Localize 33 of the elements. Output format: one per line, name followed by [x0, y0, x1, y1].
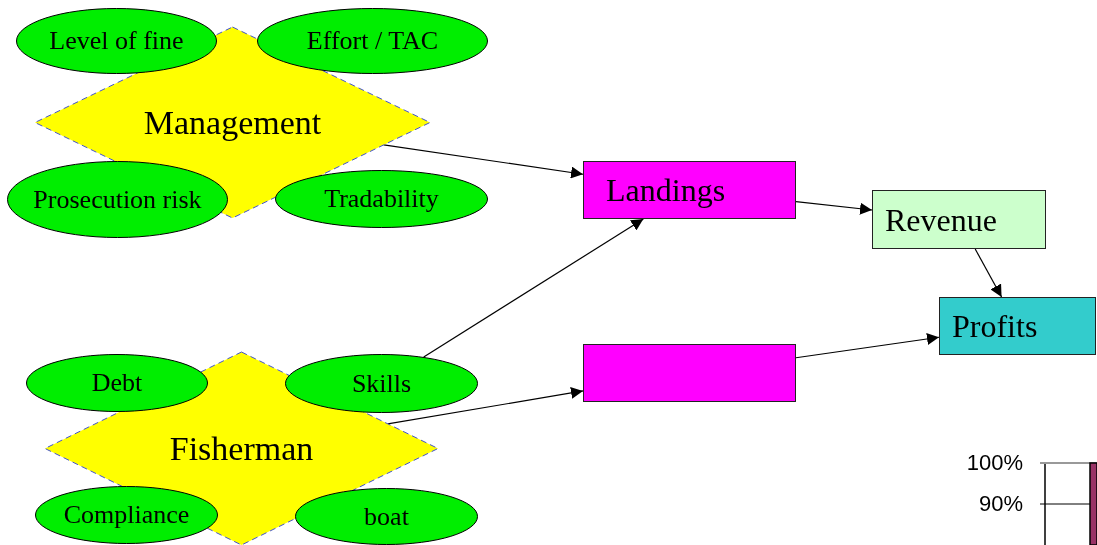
node-label: Revenue [885, 203, 997, 236]
node-label: Skills [351, 370, 412, 397]
arrow [795, 333, 940, 359]
arrow [387, 387, 584, 425]
axis-tick-label: 100% [966, 452, 1023, 474]
node-label: Debt [91, 370, 143, 396]
node-label: Management [143, 105, 322, 140]
node-label: Compliance [63, 502, 190, 528]
node-label: Effort / TAC [306, 28, 439, 54]
factor-ellipse [275, 170, 488, 228]
factor-ellipse [7, 161, 228, 238]
node-label: Landings [606, 174, 726, 206]
factor-ellipse [26, 354, 208, 412]
node-label: Level of fine [49, 28, 184, 54]
factor-ellipse [257, 8, 488, 74]
process-box [872, 190, 1046, 249]
factor-ellipse [295, 488, 478, 545]
arrow [423, 218, 644, 358]
node-label: Prosecution risk [33, 186, 202, 213]
node-label: Fisherman [169, 431, 314, 466]
arrow [795, 201, 873, 215]
process-box [939, 297, 1096, 355]
factor-ellipse [35, 486, 218, 544]
process-box [583, 161, 796, 219]
factor-ellipse [16, 8, 217, 74]
process-box [583, 344, 796, 402]
node-label: boat [364, 503, 409, 530]
axis-tick-label: 90% [978, 493, 1023, 515]
node-label: Profits [952, 310, 1038, 342]
node-label: Tradability [324, 186, 439, 212]
arrow [383, 144, 584, 179]
factor-ellipse [285, 354, 478, 413]
arrow [974, 248, 1003, 298]
